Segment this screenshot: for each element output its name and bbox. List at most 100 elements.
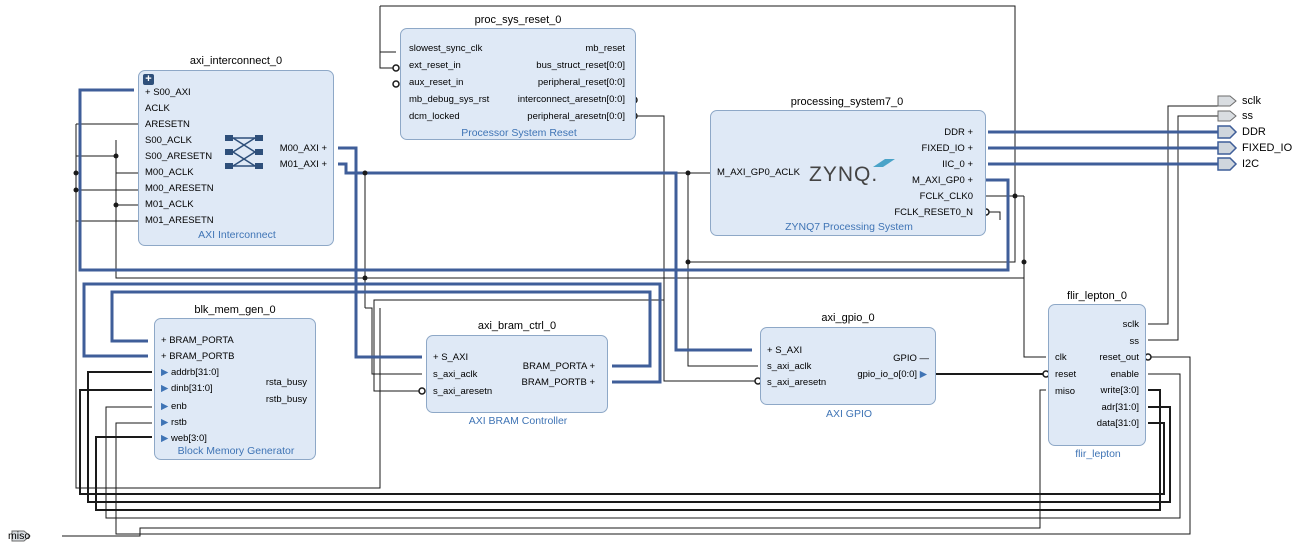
expand-icon[interactable]: + bbox=[143, 74, 154, 85]
port-miso-label[interactable]: miso bbox=[8, 530, 31, 542]
pin-m01-axi[interactable]: M01_AXI + bbox=[279, 159, 327, 170]
pin-peripheral-aresetn[interactable]: peripheral_aresetn[0:0] bbox=[527, 111, 625, 122]
pin-m00-axi-label: M00_AXI bbox=[279, 143, 319, 154]
pin-s-axi[interactable]: + S_AXI bbox=[433, 352, 469, 363]
pin-rstb-label: rstb bbox=[170, 417, 187, 428]
crossbar-icon bbox=[225, 135, 263, 169]
pin-sclk[interactable]: sclk bbox=[1122, 319, 1139, 330]
pin-m-axi-gp0-label: M_AXI_GP0 bbox=[912, 175, 965, 186]
pin-dcm-locked[interactable]: dcm_locked bbox=[409, 111, 460, 122]
pin-bram-porta-out[interactable]: BRAM_PORTA + bbox=[522, 361, 595, 372]
pin-ddr-label: DDR bbox=[944, 127, 965, 138]
pin-rstb[interactable]: ▶ rstb bbox=[161, 417, 187, 429]
pin-s00-aresetn[interactable]: S00_ARESETN bbox=[145, 151, 213, 162]
pin-s00-axi[interactable]: + S00_AXI bbox=[145, 87, 191, 98]
pin-bram-portb-out[interactable]: BRAM_PORTB + bbox=[521, 377, 595, 388]
pin-miso[interactable]: miso bbox=[1055, 386, 1076, 397]
pin-bram-portb-label: BRAM_PORTB bbox=[169, 351, 235, 362]
pin-bram-porta-out-label: BRAM_PORTA bbox=[522, 361, 587, 372]
pin-write[interactable]: write[3:0] bbox=[1100, 385, 1139, 396]
pin-ddr[interactable]: DDR + bbox=[944, 127, 973, 138]
pin-gpio-s-axi-aclk[interactable]: s_axi_aclk bbox=[767, 361, 812, 372]
pin-iic-0-label: IIC_0 bbox=[942, 159, 965, 170]
flir-lepton-instance-name: flir_lepton_0 bbox=[1067, 290, 1127, 302]
pin-m-axi-gp0[interactable]: M_AXI_GP0 + bbox=[912, 175, 973, 186]
pin-mb-debug-sys-rst[interactable]: mb_debug_sys_rst bbox=[409, 94, 490, 105]
pin-gpio-io-o[interactable]: gpio_io_o[0:0] ▶ bbox=[857, 369, 927, 381]
port-fixed-io-label[interactable]: FIXED_IO bbox=[1242, 142, 1293, 154]
axi-interconnect-instance-name: axi_interconnect_0 bbox=[189, 55, 283, 67]
flir-lepton-block[interactable]: clk reset miso sclk ss reset_out enable … bbox=[1048, 304, 1146, 460]
pin-enable[interactable]: enable bbox=[1110, 369, 1139, 380]
port-sclk-label[interactable]: sclk bbox=[1242, 95, 1261, 107]
clock-net bbox=[115, 140, 1025, 279]
pin-iic-0[interactable]: IIC_0 + bbox=[942, 159, 973, 170]
input-arrow-icon: ▶ bbox=[161, 433, 169, 444]
pin-aclk[interactable]: ACLK bbox=[145, 103, 170, 114]
pin-m-axi-gp0-aclk[interactable]: M_AXI_GP0_ACLK bbox=[717, 167, 800, 178]
pin-bram-portb[interactable]: + BRAM_PORTB bbox=[161, 351, 235, 362]
pin-aux-reset-in[interactable]: aux_reset_in bbox=[409, 77, 464, 88]
pin-m01-aclk[interactable]: M01_ACLK bbox=[145, 199, 194, 210]
axi-bram-ctrl-block[interactable]: + S_AXI s_axi_aclk s_axi_aresetn BRAM_PO… bbox=[426, 335, 608, 427]
pin-m00-aresetn[interactable]: M00_ARESETN bbox=[145, 183, 214, 194]
pin-enb[interactable]: ▶ enb bbox=[161, 401, 187, 413]
axi-gpio-block[interactable]: + S_AXI s_axi_aclk s_axi_aresetn GPIO — … bbox=[760, 327, 936, 420]
blk-mem-gen-block[interactable]: + BRAM_PORTA + BRAM_PORTB ▶ addrb[31:0] … bbox=[154, 318, 316, 460]
pin-fclk-clk0[interactable]: FCLK_CLK0 bbox=[919, 191, 973, 202]
pin-rstb-busy[interactable]: rstb_busy bbox=[265, 394, 307, 405]
pin-rsta-busy[interactable]: rsta_busy bbox=[265, 377, 307, 388]
port-ddr-label[interactable]: DDR bbox=[1242, 126, 1266, 138]
port-i2c-label[interactable]: I2C bbox=[1242, 158, 1260, 170]
pin-adr[interactable]: adr[31:0] bbox=[1101, 402, 1140, 413]
processing-system-block[interactable]: M_AXI_GP0_ACLK ZYNQ. DDR + FIXED_IO + II… bbox=[710, 110, 986, 236]
processing-system-subtitle: ZYNQ7 Processing System bbox=[785, 221, 913, 233]
pin-bus-struct-reset[interactable]: bus_struct_reset[0:0] bbox=[536, 60, 625, 71]
pin-gpio-s-axi-aresetn[interactable]: s_axi_aresetn bbox=[767, 377, 827, 388]
blk-mem-gen-subtitle: Block Memory Generator bbox=[177, 445, 295, 457]
pin-aresetn[interactable]: ARESETN bbox=[145, 119, 190, 130]
pin-s-axi-aclk[interactable]: s_axi_aclk bbox=[433, 369, 478, 380]
pin-gpio-io-o-label: gpio_io_o[0:0] bbox=[857, 369, 918, 380]
pin-web-label: web[3:0] bbox=[170, 433, 207, 444]
pin-s00-aclk[interactable]: S00_ACLK bbox=[145, 135, 193, 146]
pin-reset[interactable]: reset bbox=[1055, 369, 1077, 380]
thin-nets bbox=[62, 5, 1218, 537]
zynq-logo: ZYNQ. bbox=[809, 163, 879, 186]
pin-peripheral-reset[interactable]: peripheral_reset[0:0] bbox=[537, 77, 625, 88]
pin-interconnect-aresetn[interactable]: interconnect_aresetn[0:0] bbox=[517, 94, 625, 105]
pin-data[interactable]: data[31:0] bbox=[1096, 418, 1139, 429]
pin-gpio-s-axi[interactable]: + S_AXI bbox=[767, 345, 803, 356]
pin-dinb[interactable]: ▶ dinb[31:0] bbox=[161, 383, 213, 395]
input-arrow-icon: ▶ bbox=[161, 383, 169, 394]
axi-interconnect-subtitle: AXI Interconnect bbox=[198, 229, 276, 241]
pin-m00-axi[interactable]: M00_AXI + bbox=[279, 143, 327, 154]
port-ss-label[interactable]: ss bbox=[1242, 110, 1253, 122]
pin-bram-porta[interactable]: + BRAM_PORTA bbox=[161, 335, 234, 346]
pin-addrb[interactable]: ▶ addrb[31:0] bbox=[161, 367, 219, 379]
axi-bram-ctrl-subtitle: AXI BRAM Controller bbox=[468, 415, 568, 427]
pin-slowest-sync-clk[interactable]: slowest_sync_clk bbox=[409, 43, 483, 54]
pin-s-axi-aresetn[interactable]: s_axi_aresetn bbox=[433, 386, 493, 397]
pin-reset-out[interactable]: reset_out bbox=[1099, 352, 1139, 363]
pin-mb-reset[interactable]: mb_reset bbox=[585, 43, 625, 54]
proc-sys-reset-instance-name: proc_sys_reset_0 bbox=[474, 14, 562, 26]
pin-fixed-io[interactable]: FIXED_IO + bbox=[921, 143, 973, 154]
pin-m01-axi-label: M01_AXI bbox=[279, 159, 319, 170]
processing-system-instance-name: processing_system7_0 bbox=[790, 96, 904, 108]
axi-gpio-subtitle: AXI GPIO bbox=[825, 408, 873, 420]
pin-gpio-s-axi-label: S_AXI bbox=[775, 345, 803, 356]
pin-fclk-reset0-n[interactable]: FCLK_RESET0_N bbox=[894, 207, 973, 218]
proc-sys-reset-block[interactable]: slowest_sync_clk ext_reset_in aux_reset_… bbox=[400, 28, 636, 140]
pin-m01-aresetn[interactable]: M01_ARESETN bbox=[145, 215, 214, 226]
pin-clk[interactable]: clk bbox=[1055, 352, 1067, 363]
axi-interconnect-block[interactable]: + + S00_AXI ACLK ARESETN S00_ACLK S00_AR… bbox=[138, 70, 334, 246]
pin-bram-porta-label: BRAM_PORTA bbox=[169, 335, 234, 346]
pin-m00-aclk[interactable]: M00_ACLK bbox=[145, 167, 194, 178]
pin-web[interactable]: ▶ web[3:0] bbox=[161, 433, 207, 445]
pin-ext-reset-in[interactable]: ext_reset_in bbox=[409, 60, 461, 71]
pin-gpio[interactable]: GPIO — bbox=[893, 353, 929, 364]
pin-ss[interactable]: ss bbox=[1129, 336, 1140, 347]
